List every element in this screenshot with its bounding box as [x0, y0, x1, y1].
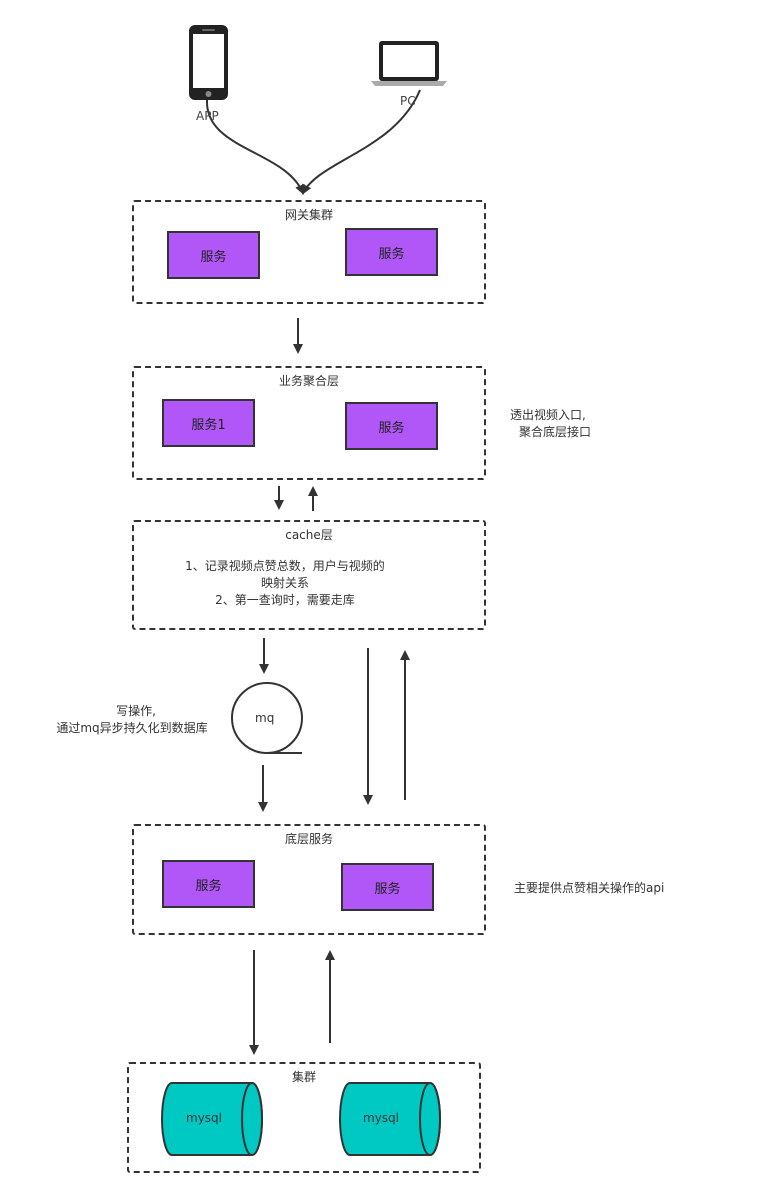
aggregation-service-1: 服务1: [162, 399, 255, 447]
gateway-cluster-group: 网关集群: [132, 200, 486, 304]
db-cluster-title: 集群: [291, 1070, 316, 1084]
aggregation-note-line-2: 聚合底层接口: [519, 425, 592, 439]
mysql-cylinder-2: [339, 1082, 441, 1156]
aggregation-service-2: 服务: [345, 402, 438, 450]
mq-label: mq: [255, 711, 275, 725]
laptop-icon: [371, 41, 447, 86]
pc-to-gateway-connector: [302, 89, 421, 195]
aggregation-layer-group: 业务聚合层: [132, 366, 486, 480]
aggregation-note-line-1: 透出视频入口,: [510, 408, 586, 422]
base-service-1: 服务: [162, 860, 255, 908]
aggregation-note: 透出视频入口, 聚合底层接口: [510, 407, 591, 441]
cache-layer-group: cache层: [132, 520, 486, 630]
gateway-service-2: 服务: [345, 228, 438, 276]
phone-icon: [189, 25, 228, 100]
base-service-note: 主要提供点赞相关操作的api: [514, 881, 665, 895]
mq-note-line-2: 通过mq异步持久化到数据库: [56, 721, 208, 735]
mysql-label-2: mysql: [363, 1111, 399, 1125]
pc-label: PC: [400, 94, 416, 108]
app-to-gateway-connector: [205, 99, 305, 195]
app-label: APP: [196, 109, 219, 123]
cache-layer-title: cache层: [285, 528, 333, 542]
base-service-group: 底层服务: [132, 824, 486, 935]
base-service-2: 服务: [341, 863, 434, 911]
cache-desc-line-3: 2、第一查询时，需要走库: [215, 593, 355, 607]
mysql-label-1: mysql: [186, 1111, 222, 1125]
db-cluster-group: 集群: [127, 1062, 481, 1173]
mq-shape: [231, 682, 303, 754]
gateway-service-1: 服务: [167, 231, 260, 279]
mysql-cylinder-1: [161, 1082, 263, 1156]
mq-note: 写操作, 通过mq异步持久化到数据库: [42, 703, 222, 737]
cache-description: 1、记录视频点赞总数，用户与视频的 映射关系 2、第一查询时，需要走库: [160, 558, 410, 609]
cache-desc-line-1: 1、记录视频点赞总数，用户与视频的: [185, 559, 385, 573]
gateway-cluster-title: 网关集群: [284, 208, 333, 222]
cache-desc-line-2: 映射关系: [260, 576, 309, 590]
aggregation-layer-title: 业务聚合层: [278, 374, 339, 388]
base-service-title: 底层服务: [284, 832, 333, 846]
mq-note-line-1: 写操作,: [116, 704, 156, 718]
